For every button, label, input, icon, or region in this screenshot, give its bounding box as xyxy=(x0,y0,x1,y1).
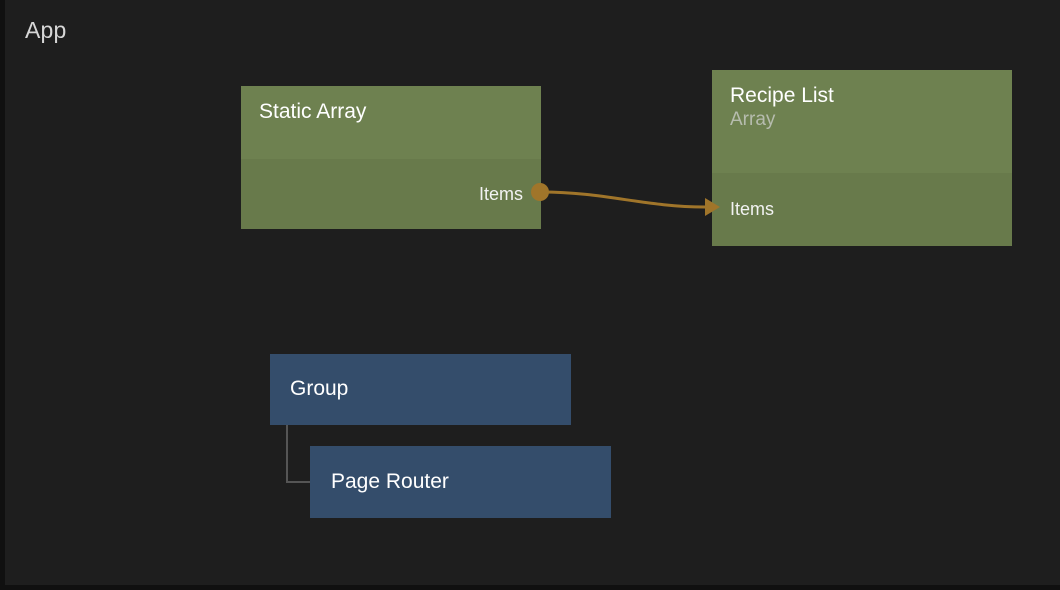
node-group-title: Group xyxy=(290,377,349,401)
node-page-router-header[interactable]: Page Router xyxy=(310,446,611,518)
tree-connector-group-to-page-router xyxy=(286,425,312,483)
node-static-array-body: Items xyxy=(241,159,541,229)
node-recipe-list-subtitle: Array xyxy=(730,108,776,130)
connection-items-link[interactable] xyxy=(531,183,720,216)
node-recipe-list-header[interactable]: Recipe List Array xyxy=(712,70,1012,173)
page-title: App xyxy=(25,17,67,43)
node-static-array-header[interactable]: Static Array xyxy=(241,86,541,159)
port-label-items: Items xyxy=(478,183,523,204)
node-page-router[interactable]: Page Router xyxy=(310,446,611,518)
node-recipe-list-body: Items xyxy=(712,173,1012,246)
node-group[interactable]: Group xyxy=(270,354,571,425)
node-recipe-list-title: Recipe List xyxy=(730,84,834,107)
port-label-items: Items xyxy=(730,199,775,219)
node-page-router-title: Page Router xyxy=(331,469,449,493)
port-row-recipe-list-items[interactable]: Items xyxy=(712,173,1012,246)
node-static-array[interactable]: Static Array Items xyxy=(241,86,541,229)
node-static-array-title: Static Array xyxy=(259,100,367,123)
port-row-static-array-items[interactable]: Items xyxy=(241,159,541,229)
node-group-header[interactable]: Group xyxy=(270,354,571,425)
connection-wire-path[interactable] xyxy=(540,190,706,209)
node-recipe-list[interactable]: Recipe List Array Items xyxy=(712,70,1012,246)
